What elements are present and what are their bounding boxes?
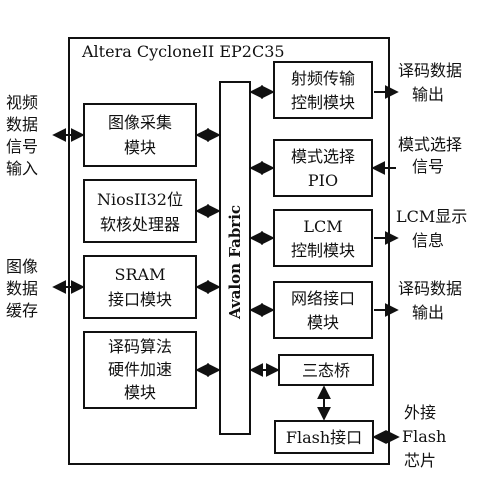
module-nios-processor-line-2: 软核处理器 <box>100 215 180 234</box>
module-nios-processor-line-1: NiosII32位 <box>97 190 183 209</box>
module-network-interface-line-2: 模块 <box>307 313 339 332</box>
ext-flash-line-2: Flash <box>402 427 446 446</box>
ext-external-flash-chip: 外接 Flash 芯片 <box>402 403 446 470</box>
ext-decoded-1-line-1: 译码数据 <box>398 61 462 80</box>
module-mode-select-pio-line-2: PIO <box>308 171 338 190</box>
module-rf-transfer-control-line-2: 控制模块 <box>291 93 355 112</box>
ext-mode-select-signal: 模式选择 信号 <box>398 135 462 176</box>
ext-decoded-2-line-2: 输出 <box>412 303 444 322</box>
module-image-capture-line-2: 模块 <box>124 138 156 157</box>
module-sram-interface-line-2: 接口模块 <box>108 290 172 309</box>
module-sram-interface-line-1: SRAM <box>115 265 166 284</box>
bus-label: Avalon Fabric <box>226 205 244 320</box>
ext-lcm-display-info: LCM显示 信息 <box>396 207 467 250</box>
module-sram-interface: SRAM 接口模块 <box>83 255 197 319</box>
ext-flash-line-1: 外接 <box>404 403 436 422</box>
module-decode-accelerator-line-3: 模块 <box>124 383 156 402</box>
module-decode-accelerator-line-2: 硬件加速 <box>108 360 172 379</box>
module-lcm-control-line-2: 控制模块 <box>291 241 355 260</box>
module-network-interface: 网络接口 模块 <box>273 281 373 339</box>
ext-cache-line-3: 缓存 <box>6 301 38 320</box>
ext-decoded-1-line-2: 输出 <box>412 85 444 104</box>
ext-video-data-input: 视频 数据 信号 输入 <box>6 93 38 178</box>
ext-lcm-line-2: 信息 <box>412 231 444 250</box>
ext-decoded-output-2: 译码数据 输出 <box>398 279 462 322</box>
chip-title: Altera CycloneII EP2C35 <box>81 42 285 61</box>
chip-boundary <box>68 37 390 465</box>
ext-image-data-cache: 图像 数据 缓存 <box>6 257 38 320</box>
ext-video-line-3: 信号 <box>6 137 38 156</box>
module-image-capture-line-1: 图像采集 <box>108 113 172 132</box>
ext-lcm-line-1: LCM显示 <box>396 207 467 226</box>
module-network-interface-line-1: 网络接口 <box>291 289 355 308</box>
module-tristate-bridge: 三态桥 <box>278 354 374 386</box>
module-nios-processor: NiosII32位 软核处理器 <box>83 179 197 243</box>
module-flash-interface-line-1: Flash接口 <box>286 428 362 447</box>
avalon-fabric-bus <box>219 81 251 435</box>
ext-video-line-1: 视频 <box>6 93 38 112</box>
ext-mode-line-2: 信号 <box>412 157 444 176</box>
ext-cache-line-2: 数据 <box>6 279 38 298</box>
module-mode-select-pio-line-1: 模式选择 <box>291 147 355 166</box>
ext-mode-line-1: 模式选择 <box>398 135 462 154</box>
ext-decoded-output-1: 译码数据 输出 <box>398 61 462 104</box>
ext-cache-line-1: 图像 <box>6 257 38 276</box>
module-decode-accelerator-line-1: 译码算法 <box>108 337 172 356</box>
module-lcm-control-line-1: LCM <box>303 217 342 236</box>
module-rf-transfer-control: 射频传输 控制模块 <box>273 61 373 119</box>
module-flash-interface: Flash接口 <box>274 420 374 454</box>
module-image-capture: 图像采集 模块 <box>83 103 197 167</box>
module-decode-accelerator: 译码算法 硬件加速 模块 <box>83 331 197 409</box>
module-mode-select-pio: 模式选择 PIO <box>273 139 373 197</box>
module-tristate-bridge-line-1: 三态桥 <box>302 361 350 380</box>
ext-video-line-2: 数据 <box>6 115 38 134</box>
ext-video-line-4: 输入 <box>6 159 38 178</box>
ext-decoded-2-line-1: 译码数据 <box>398 279 462 298</box>
module-rf-transfer-control-line-1: 射频传输 <box>291 69 355 88</box>
ext-flash-line-3: 芯片 <box>404 451 436 470</box>
module-lcm-control: LCM 控制模块 <box>273 209 373 267</box>
